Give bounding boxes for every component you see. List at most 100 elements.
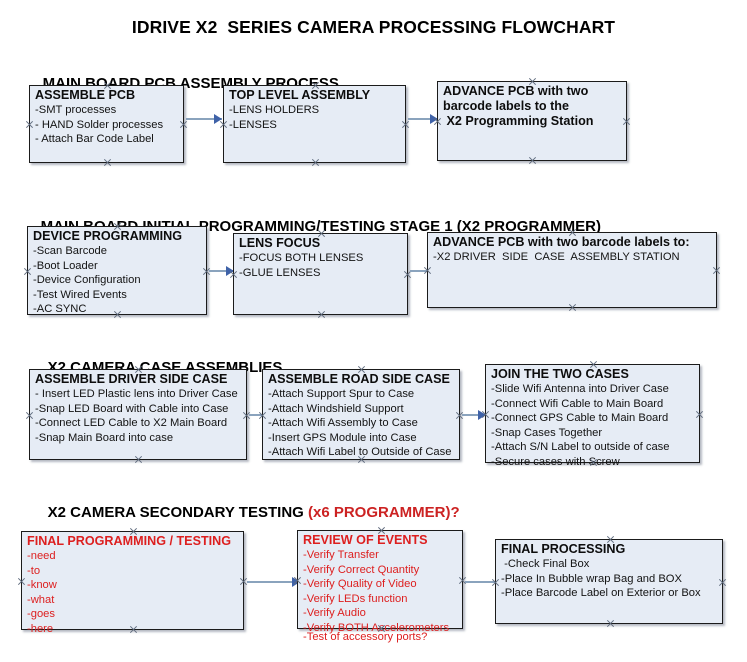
node-item: -LENSES [229,118,277,131]
arrow-shaft [209,270,234,272]
node-top-level-assembly[interactable]: TOP LEVEL ASSEMBLY -LENS HOLDERS -LENSES [223,85,406,163]
resize-handle-bottom[interactable] [129,625,138,634]
resize-handle-bottom[interactable] [103,158,112,167]
node-item: -Place Barcode Label on Exterior or Box [501,587,701,600]
node-item: -LENS HOLDERS [229,104,320,116]
resize-handle-left[interactable] [258,411,267,420]
resize-handle-bottom[interactable] [568,303,577,312]
node-advance-pcb-programming-station[interactable]: ADVANCE PCB with two barcode labels to t… [437,81,627,161]
resize-handle-right[interactable] [718,578,727,587]
node-item: -Verify Transfer [303,549,379,561]
resize-handle-top[interactable] [528,77,537,86]
resize-handle-top[interactable] [568,228,577,237]
resize-handle-left[interactable] [433,117,442,126]
node-item: -Check Final Box [501,558,590,570]
node-item: -Verify Audio [303,607,366,620]
node-assemble-road-side-case[interactable]: ASSEMBLE ROAD SIDE CASE -Attach Support … [262,369,460,460]
resize-handle-left[interactable] [25,411,34,420]
node-review-of-events[interactable]: REVIEW OF EVENTS -Verify Transfer -Verif… [297,530,463,643]
node-item-overflow: -Test of accessory ports? [303,631,428,643]
node-title: ADVANCE PCB with two [443,84,589,98]
node-item: -Verify Quality of Video [303,578,417,591]
resize-handle-top[interactable] [113,222,122,231]
resize-handle-bottom[interactable] [317,310,326,319]
node-item: X2 Programming Station [443,114,594,128]
node-title: FINAL PROCESSING [501,542,626,556]
section-heading-4-text: X2 CAMERA SECONDARY TESTING [47,504,308,521]
section-heading-4-annotation: (x6 PROGRAMMER)? [307,504,460,521]
node-item: -what [27,593,55,606]
resize-handle-left[interactable] [23,267,32,276]
resize-handle-bottom[interactable] [606,619,615,628]
resize-handle-left[interactable] [481,410,490,419]
node-item: -GLUE LENSES [239,266,321,279]
node-item: - Insert LED Plastic lens into Driver Ca… [35,388,238,400]
node-final-processing[interactable]: FINAL PROCESSING -Check Final Box -Place… [495,539,723,624]
resize-handle-left[interactable] [423,266,432,275]
resize-handle-left[interactable] [17,577,26,586]
resize-handle-top[interactable] [134,365,143,374]
resize-handle-bottom[interactable] [113,310,122,319]
resize-handle-top[interactable] [589,360,598,369]
node-item: -Place In Bubble wrap Bag and BOX [501,572,682,585]
resize-handle-top[interactable] [606,535,615,544]
node-item: -Boot Loader [33,259,98,272]
arrow-shaft [408,118,438,120]
node-assemble-pcb[interactable]: ASSEMBLE PCB -SMT processes - HAND Solde… [29,85,184,163]
resize-handle-right[interactable] [622,117,631,126]
node-item: -Attach Wifi Assembly to Case [268,417,418,430]
arrow-shaft [465,581,511,583]
resize-handle-bottom[interactable] [528,156,537,165]
node-item: -Connect LED Cable to X2 Main Board [35,417,228,430]
node-assemble-driver-side-case[interactable]: ASSEMBLE DRIVER SIDE CASE - Insert LED P… [29,369,247,460]
resize-handle-left[interactable] [293,576,302,585]
page-title: IDRIVE X2 SERIES CAMERA PROCESSING FLOWC… [131,17,616,37]
node-final-programming-testing[interactable]: FINAL PROGRAMMING / TESTING -need -to -k… [21,531,244,635]
resize-handle-top[interactable] [377,526,386,535]
node-item: -Scan Barcode [33,245,108,257]
node-item: -AC SYNC [33,303,87,316]
resize-handle-top[interactable] [317,229,326,238]
resize-handle-top[interactable] [103,81,112,90]
resize-handle-left[interactable] [25,120,34,129]
section-heading-4: X2 CAMERA SECONDARY TESTING (x6 PROGRAMM… [31,487,460,538]
resize-handle-bottom[interactable] [589,458,598,467]
node-title: DEVICE PROGRAMMING [33,229,183,243]
resize-handle-left[interactable] [229,270,238,279]
node-item: -SMT processes [35,104,117,116]
node-item: -Insert GPS Module into Case [268,431,417,444]
resize-handle-top[interactable] [311,81,320,90]
node-title: JOIN THE TWO CASES [491,367,629,381]
node-item: -Verify LEDs function [303,592,408,605]
node-item: -Snap LED Board with Cable into Case [35,402,229,415]
node-item: -Test Wired Events [33,288,127,301]
resize-handle-right[interactable] [695,410,704,419]
node-device-programming[interactable]: DEVICE PROGRAMMING -Scan Barcode -Boot L… [27,226,207,315]
node-title: ADVANCE PCB with two barcode labels to: [433,235,690,249]
node-item: -Snap Cases Together [491,426,603,439]
resize-handle-bottom[interactable] [357,455,366,464]
node-title: ASSEMBLE DRIVER SIDE CASE [35,372,228,386]
resize-handle-bottom[interactable] [134,455,143,464]
resize-handle-left[interactable] [491,578,500,587]
resize-handle-right[interactable] [712,266,721,275]
node-title: ASSEMBLE ROAD SIDE CASE [268,372,450,386]
resize-handle-top[interactable] [357,365,366,374]
node-advance-pcb-driver-side-station[interactable]: ADVANCE PCB with two barcode labels to: … [427,232,717,308]
node-title: REVIEW OF EVENTS [303,533,428,547]
resize-handle-top[interactable] [129,527,138,536]
resize-handle-bottom[interactable] [377,624,386,633]
resize-handle-bottom[interactable] [311,158,320,167]
resize-handle-left[interactable] [219,120,228,129]
node-item: -goes [27,608,55,621]
node-lens-focus[interactable]: LENS FOCUS -FOCUS BOTH LENSES -GLUE LENS… [233,233,408,315]
node-item: -Verify Correct Quantity [303,563,420,576]
node-item: -Slide Wifi Antenna into Driver Case [491,383,669,395]
node-item: - Attach Bar Code Label [35,133,154,146]
node-item: -need [27,550,56,562]
node-item: -Snap Main Board into case [35,431,174,444]
node-item: -Connect GPS Cable to Main Board [491,412,669,425]
node-join-the-two-cases[interactable]: JOIN THE TWO CASES -Slide Wifi Antenna i… [485,364,700,468]
node-item: -Device Configuration [33,274,141,287]
node-item: -Verify BOTH Accelerometers [303,621,450,634]
